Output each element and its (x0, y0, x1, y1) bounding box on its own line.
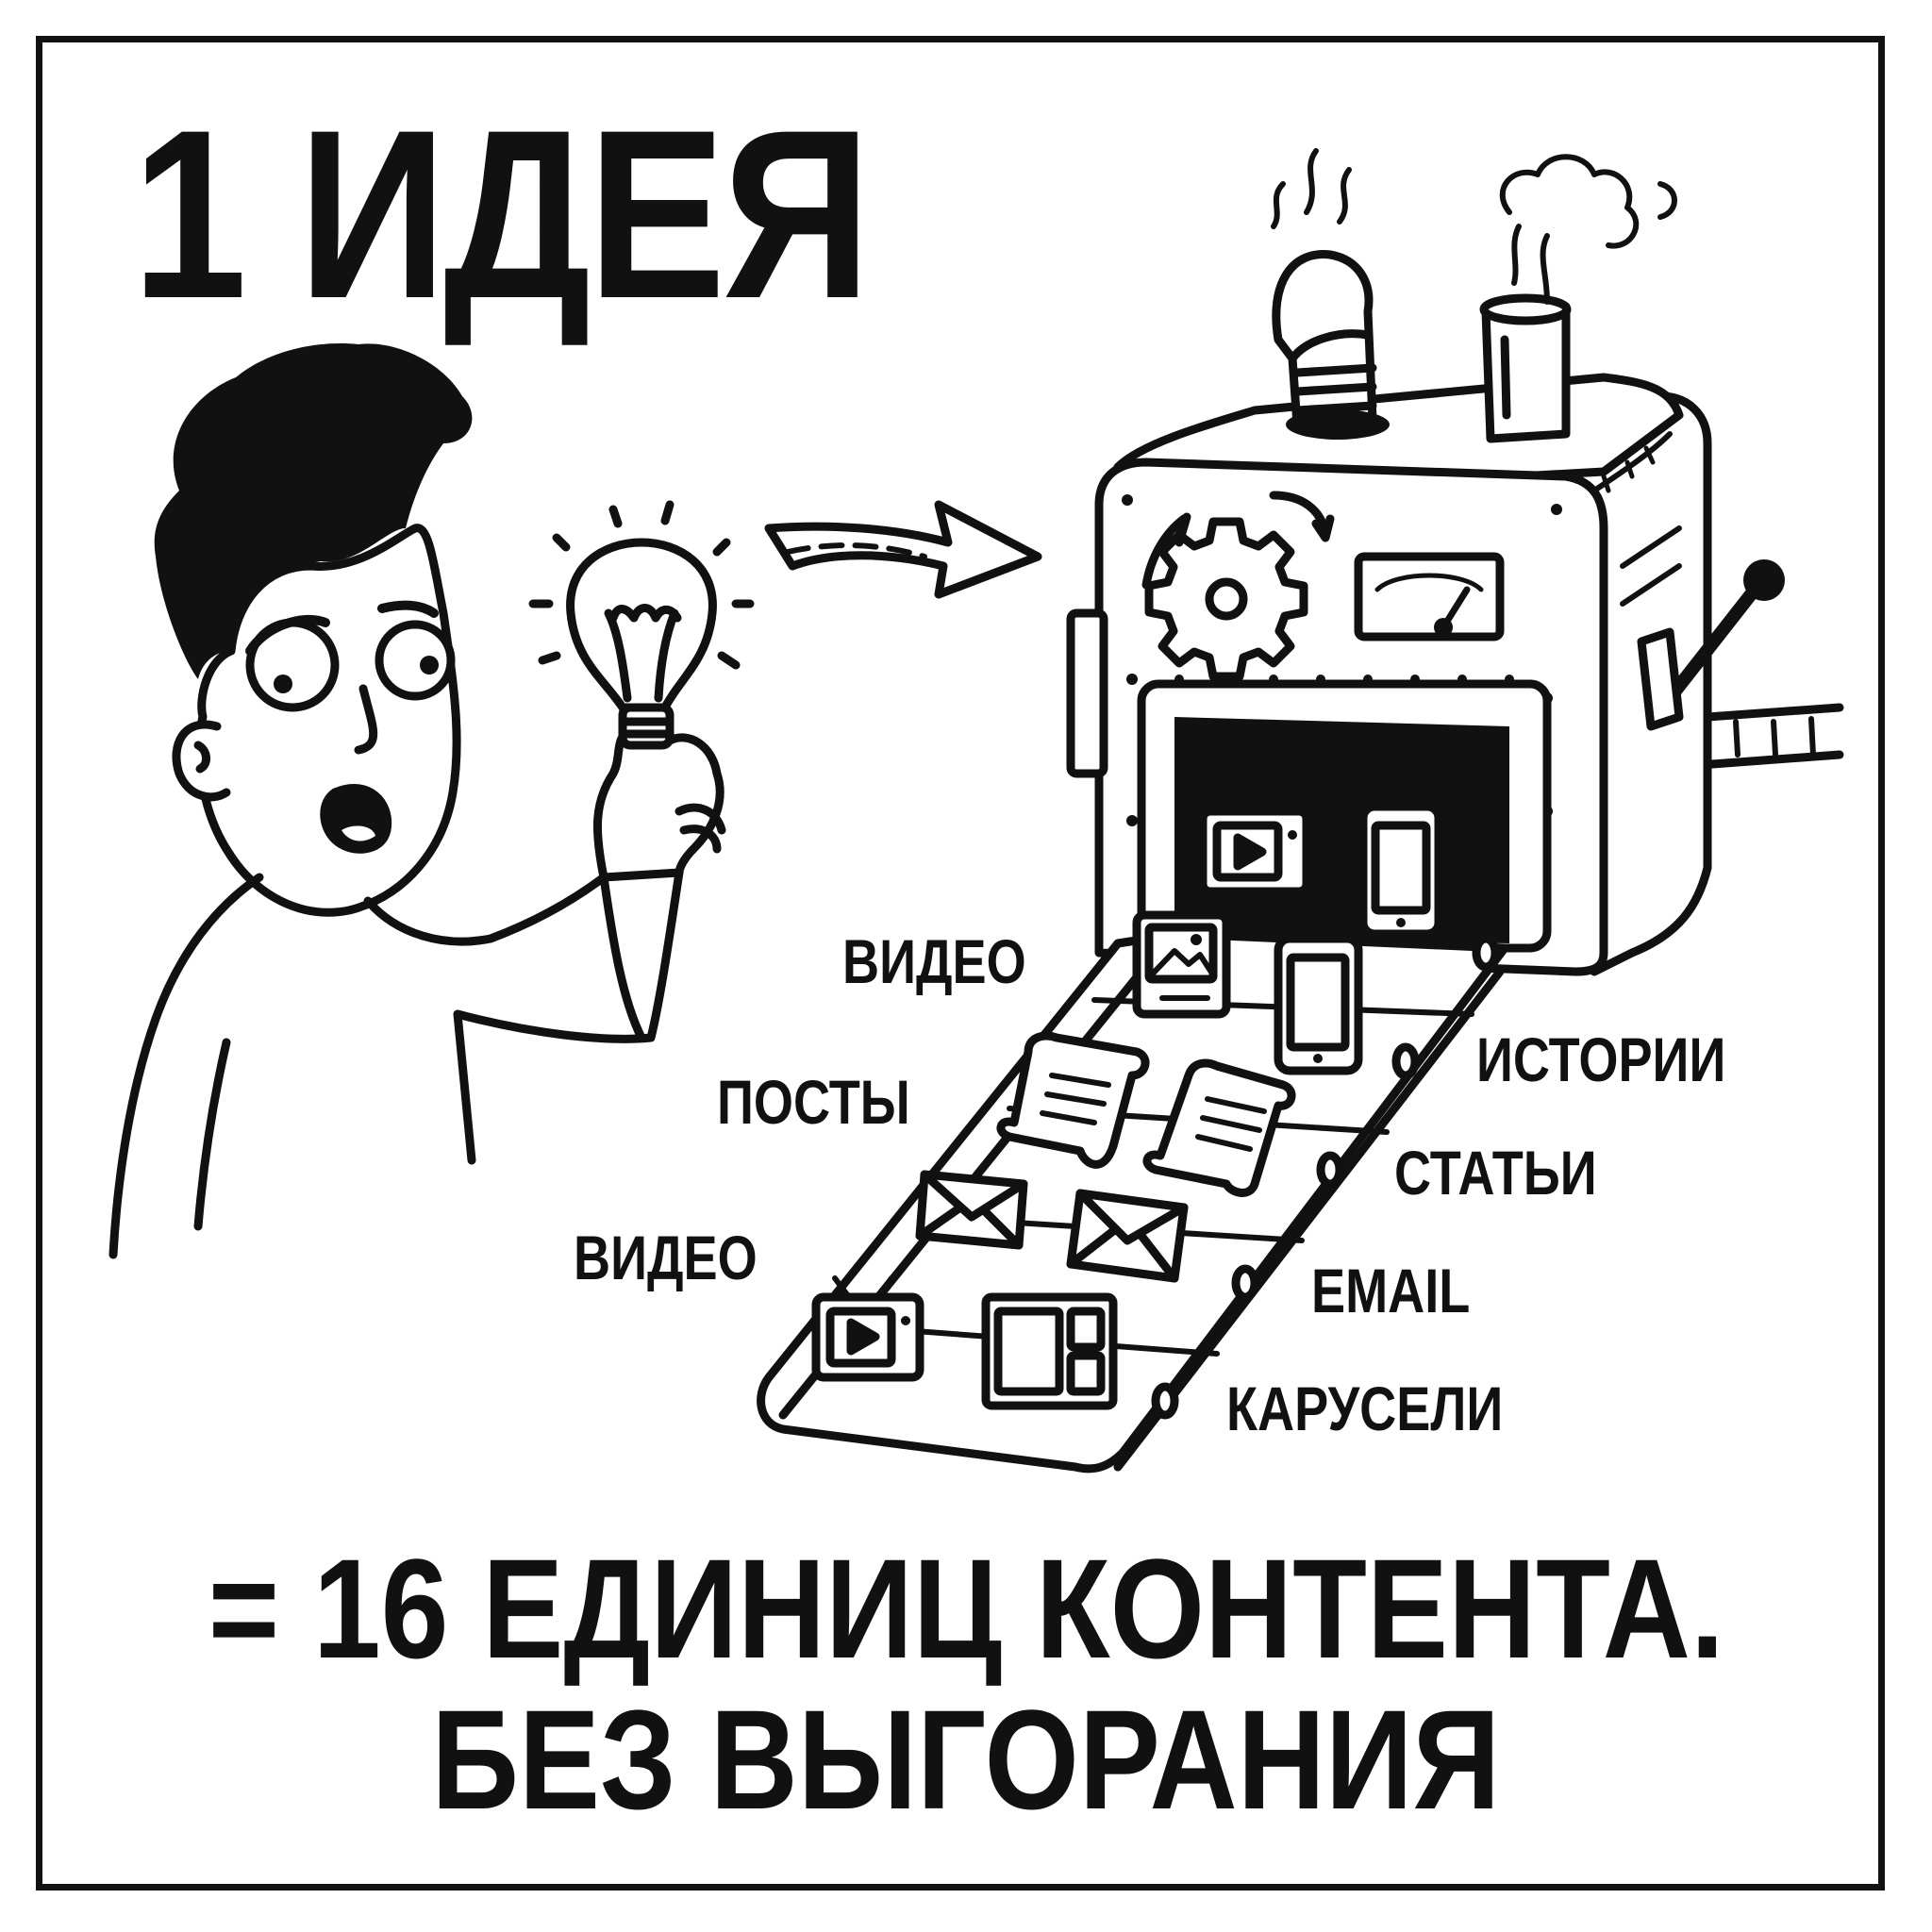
lever-icon (1637, 559, 1785, 731)
label-video-top: ВИДЕО (842, 926, 1026, 996)
person-brow-right (377, 600, 439, 618)
email-icon (1066, 1189, 1189, 1283)
person-nose (354, 684, 378, 755)
phone-icon (1274, 934, 1363, 1075)
label-articles: СТАТЬИ (1394, 1138, 1597, 1208)
email-icon (915, 1170, 1028, 1250)
headline-title: 1 ИДЕЯ (132, 80, 871, 349)
carousel-icon (981, 1292, 1118, 1410)
post-icon (1142, 1058, 1296, 1197)
person-pupil-left (274, 675, 292, 693)
chimney-icon (1479, 293, 1572, 443)
person-hand (593, 725, 724, 882)
label-email: EMAIL (1311, 1256, 1471, 1325)
tv-icon (811, 1275, 924, 1382)
footer-line-1: = 16 ЕДИНИЦ КОНТЕНТА. (208, 1529, 1724, 1688)
footer-line-2: БЕЗ ВЫГОРАНИЯ (431, 1680, 1501, 1839)
machine-side-panel (1066, 608, 1108, 778)
person-ear-inner (193, 741, 210, 774)
phone-icon (1358, 802, 1443, 939)
post-icon (996, 1031, 1150, 1169)
steam-icon (1271, 148, 1677, 305)
person-brow-left (245, 614, 330, 656)
image-icon (1132, 910, 1231, 1019)
label-posts: ПОСТЫ (717, 1067, 910, 1137)
person-shirt (108, 873, 264, 1259)
gauge-icon (1354, 552, 1505, 641)
comic-frame (36, 36, 1885, 1890)
person-tongue (341, 825, 375, 841)
content-machine (1066, 148, 1844, 976)
person-ear (172, 720, 231, 802)
person-figure (108, 343, 726, 1259)
belt-rollers (1151, 934, 1500, 1420)
arrow-icon (764, 500, 1042, 599)
person-hair (154, 343, 473, 679)
label-stories: ИСТОРИИ (1476, 1024, 1726, 1094)
person-pupil-right (420, 656, 439, 675)
lightbulb-icon (528, 500, 755, 750)
gear-icon (1144, 517, 1308, 681)
label-carousels: КАРУСЕЛИ (1226, 1374, 1504, 1443)
pipe-icon (1272, 250, 1390, 440)
tv-icon (1198, 790, 1311, 896)
person-eye-right (375, 620, 456, 701)
label-video-bottom: ВИДЕО (574, 1223, 758, 1292)
